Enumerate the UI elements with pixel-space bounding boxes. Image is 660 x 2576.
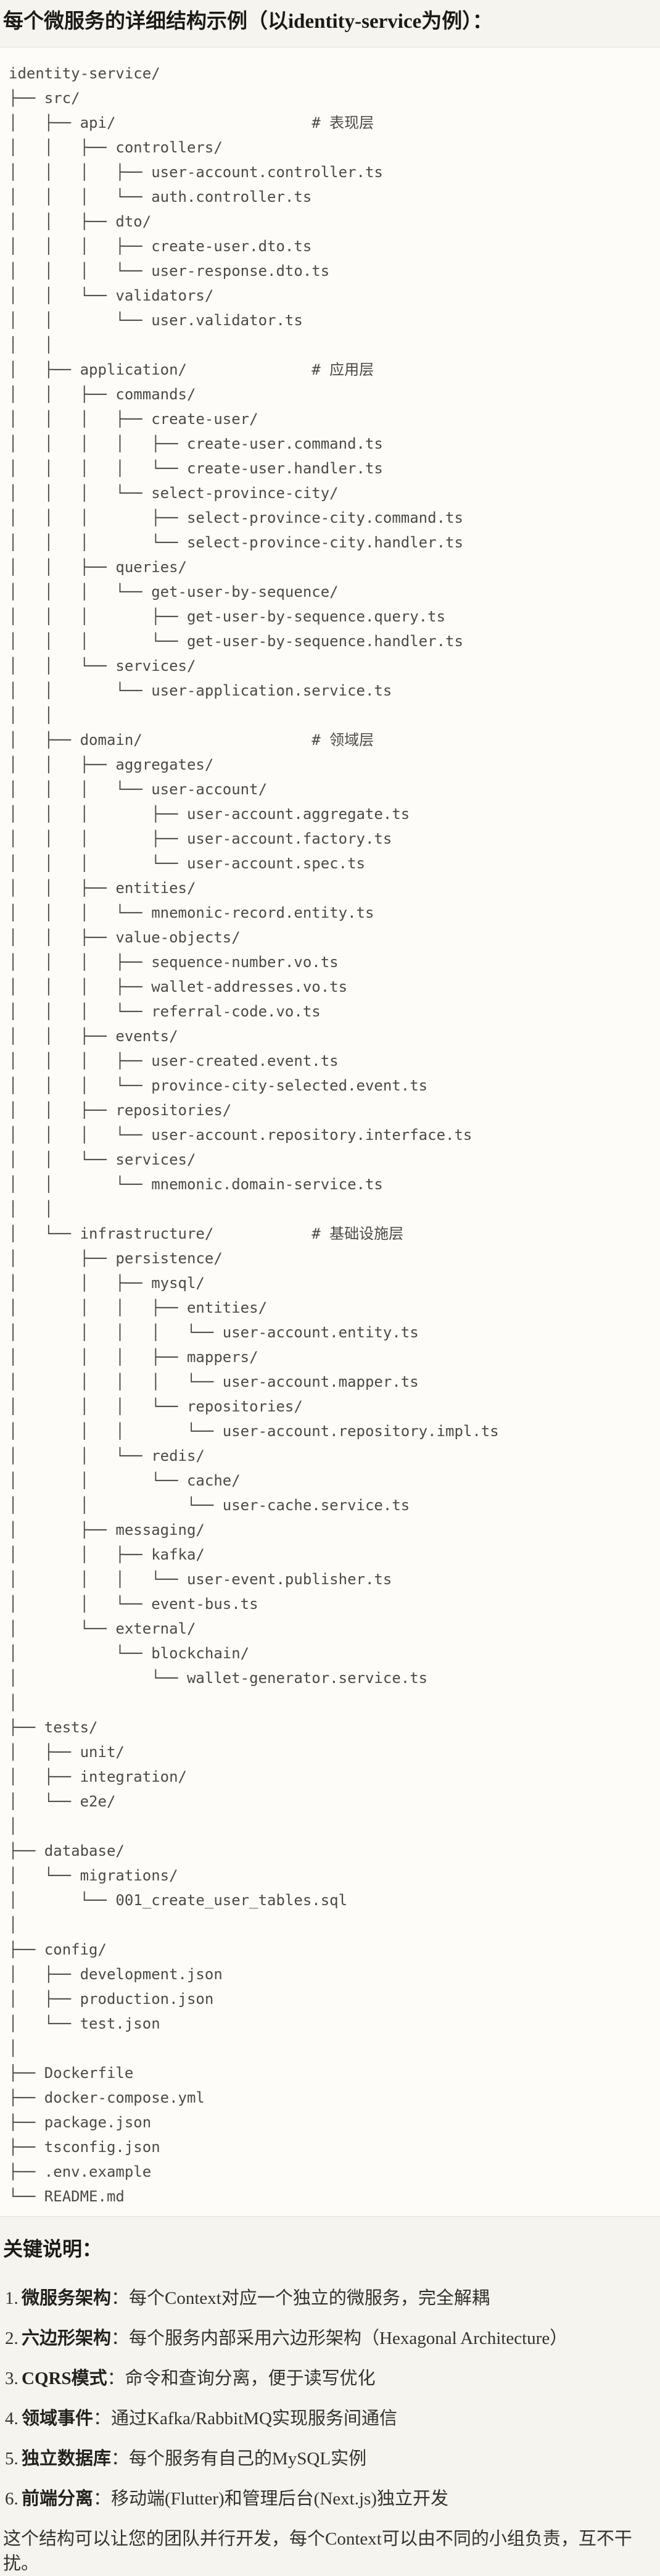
note-item-number: 2. (5, 2329, 19, 2348)
note-item: 2.六边形架构：每个服务内部采用六边形架构（Hexagonal Architec… (5, 2326, 660, 2351)
note-item: 4.领域事件：通过Kafka/RabbitMQ实现服务间通信 (5, 2406, 660, 2431)
note-item: 6.前端分离：移动端(Flutter)和管理后台(Next.js)独立开发 (5, 2487, 660, 2511)
note-item: 3.CQRS模式：命令和查询分离，便于读写优化 (5, 2366, 660, 2391)
directory-tree: identity-service/ ├── src/ │ ├── api/ # … (9, 65, 499, 2205)
note-item-text: 领域事件：通过Kafka/RabbitMQ实现服务间通信 (22, 2409, 397, 2429)
note-item-number: 4. (5, 2409, 19, 2429)
note-item-text: 前端分离：移动端(Flutter)和管理后台(Next.js)独立开发 (22, 2489, 448, 2509)
notes-heading: 关键说明： (3, 2238, 102, 2260)
note-item-number: 5. (5, 2449, 19, 2469)
note-item-text: 六边形架构：每个服务内部采用六边形架构（Hexagonal Architectu… (22, 2329, 568, 2348)
note-item-number: 3. (5, 2369, 19, 2388)
note-item-number: 6. (5, 2489, 19, 2509)
note-item-number: 1. (5, 2288, 19, 2308)
note-item-text: 微服务架构：每个Context对应一个独立的微服务，完全解耦 (22, 2288, 490, 2308)
note-item-text: CQRS模式：命令和查询分离，便于读写优化 (22, 2369, 376, 2388)
note-item: 5.独立数据库：每个服务有自己的MySQL实例 (5, 2446, 660, 2471)
code-block: identity-service/ ├── src/ │ ├── api/ # … (0, 47, 660, 2217)
notes-list: 1.微服务架构：每个Context对应一个独立的微服务，完全解耦 2.六边形架构：… (0, 2286, 660, 2511)
closing-paragraph: 这个结构可以让您的团队并行开发，每个Context可以由不同的小组负责，互不干扰… (3, 2529, 632, 2574)
note-item-text: 独立数据库：每个服务有自己的MySQL实例 (22, 2449, 367, 2469)
page-title: 每个微服务的详细结构示例（以identity-service为例）： (3, 10, 493, 33)
note-item: 1.微服务架构：每个Context对应一个独立的微服务，完全解耦 (5, 2286, 660, 2311)
